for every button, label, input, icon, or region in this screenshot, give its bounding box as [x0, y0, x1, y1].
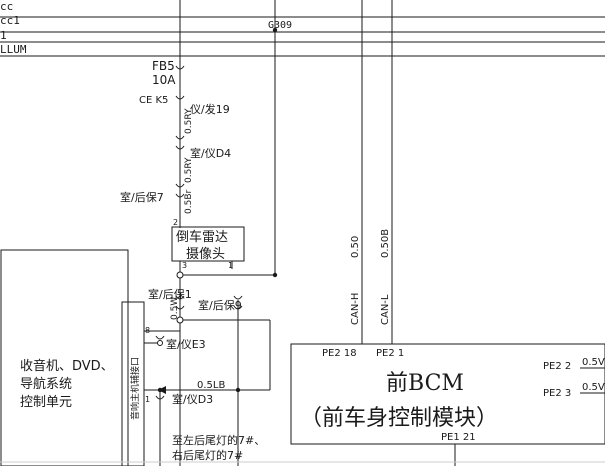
- conn-arc-7: [233, 295, 243, 300]
- bus-label-cc1: cc1: [0, 14, 20, 27]
- wire-label-05w: 0.5W: [170, 297, 180, 320]
- conn-arc-5: [175, 295, 185, 300]
- arrow-icon: [158, 386, 166, 394]
- tail-note-line2: 右后尾灯的7#: [172, 448, 243, 462]
- conn-arc-9: [155, 335, 165, 340]
- wire-label-pe2-2: 0.5V: [582, 357, 605, 368]
- bus-label-illum: LLUM: [0, 43, 27, 56]
- wire-label-05br: 0.5Br: [184, 190, 194, 214]
- radio-connector: [121, 301, 145, 466]
- radar-box: [171, 226, 245, 262]
- fuse-name: FB5: [152, 59, 175, 73]
- tail-note-line1: 至左后尾灯的7#、: [172, 433, 265, 447]
- label-shi-hou-bao9: 室/后保9: [198, 298, 242, 312]
- bus-label-1: 1: [0, 29, 7, 42]
- label-shi-yi-d4: 室/仪D4: [190, 146, 231, 160]
- terminal-radio-8: [157, 340, 163, 346]
- radio-connector-label: 音响主机辅接口: [129, 357, 141, 420]
- radar-pin-right: 1: [228, 261, 233, 270]
- radio-title-line3: 控制单元: [20, 395, 72, 410]
- radar-pin-left: 3: [182, 261, 187, 270]
- fuse-rating: 10A: [152, 73, 176, 87]
- junction-g309: [272, 27, 278, 33]
- radio-pin-top: 8: [145, 326, 150, 335]
- wire-label-05lb: 0.5LB: [197, 380, 225, 391]
- radar-title: 倒车雷达: [176, 229, 228, 245]
- wire-label-can-l: CAN-L: [380, 294, 391, 325]
- radar-pin-top: 2: [173, 218, 178, 227]
- bcm-subtitle: （前车身控制模块）: [300, 406, 498, 431]
- conn-arc-10: [155, 395, 165, 400]
- bcm-pin-pe2-2: PE2 2: [543, 361, 571, 372]
- bus-label-cc: cc: [0, 0, 13, 13]
- radio-box: [0, 249, 129, 466]
- wire-label-pe2-3: 0.5V: [582, 382, 605, 393]
- conn-arc-4: [175, 193, 185, 198]
- conn-arc-3: [175, 183, 185, 188]
- label-shi-hou-bao7: 室/后保7: [120, 190, 164, 204]
- fuse-connector: CE K5: [139, 95, 168, 106]
- wire-label-can-h: CAN-H: [350, 293, 361, 325]
- conn-arc-8: [233, 305, 243, 310]
- bcm-pin-pe2-18: PE2 18: [322, 348, 357, 359]
- bcm-title: 前BCM: [386, 371, 464, 396]
- label-yi-fa19: 仪/发19: [190, 102, 230, 116]
- junction-05lb: [235, 387, 241, 393]
- radio-title-line2: 导航系统: [20, 376, 72, 392]
- bcm-pin-pe2-3: PE2 3: [543, 388, 571, 399]
- bcm-pin-pe2-1: PE2 1: [376, 348, 404, 359]
- junction-radar-ground: [272, 272, 278, 278]
- label-shi-yi-d3: 室/仪D3: [172, 392, 213, 406]
- conn-arc-6: [175, 305, 185, 310]
- wire-label-050b: 0.50B: [380, 229, 391, 258]
- splice-label: G309: [268, 20, 292, 31]
- bcm-box: [290, 343, 605, 445]
- radio-pin-bottom: 1: [145, 395, 150, 404]
- label-shi-hou-bao1: 室/后保1: [148, 287, 192, 301]
- wire-label-05ry-1: 0.5RY: [184, 108, 194, 134]
- fuse-arc-top: [175, 65, 185, 70]
- terminal-hou-bao: [176, 316, 184, 324]
- radar-subtitle: 摄像头: [186, 247, 225, 262]
- radio-title-line1: 收音机、DVD、: [20, 358, 114, 374]
- terminal-radar-3: [176, 271, 184, 279]
- conn-arc-1: [175, 135, 185, 140]
- wire-label-050: 0.50: [350, 236, 361, 258]
- bcm-pin-pe1-21: PE1 21: [441, 432, 476, 443]
- label-shi-yi-e3: 室/仪E3: [166, 337, 206, 351]
- wire-label-05ry-2: 0.5RY: [184, 157, 194, 183]
- fuse-arc-k5: [175, 95, 185, 100]
- conn-arc-2: [175, 145, 185, 150]
